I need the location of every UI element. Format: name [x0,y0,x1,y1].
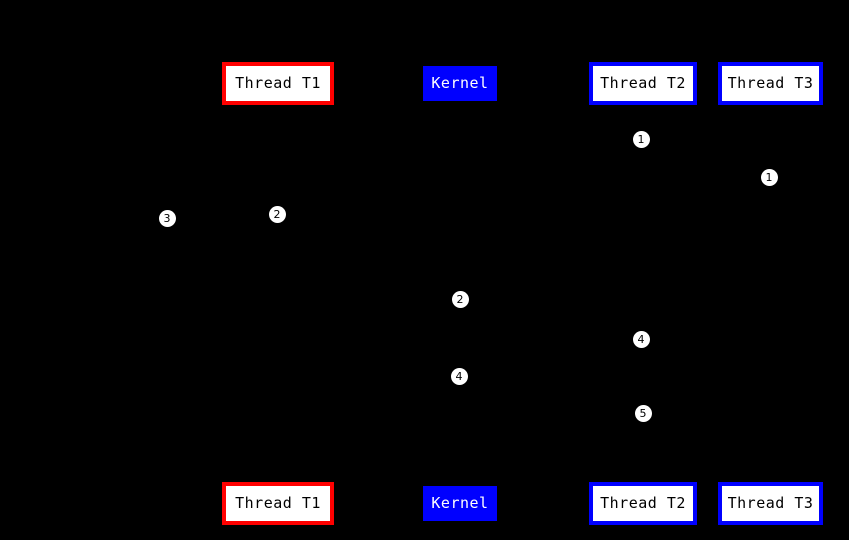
t2-lifeline [643,105,644,482]
badge-t3-1: 1 [760,168,778,186]
msg-4-line [460,318,643,319]
t3-lifeline [770,105,771,482]
participant-box-t1b: Thread T1 [222,482,334,525]
msg-2-line [460,196,770,197]
participant-box-kernelb: Kernel [423,486,497,521]
msg-1-arrowhead-icon [460,157,467,165]
participant-label-t1b: Thread T1 [235,494,321,512]
msg-6-arrowhead-icon [460,431,467,439]
participant-box-t1: Thread T1 [222,62,334,105]
msg-6-line [460,434,643,435]
t1-lifeline [278,105,279,482]
msg-3-arrowhead-icon [453,235,460,243]
participant-label-t1: Thread T1 [235,74,321,92]
badge-t2-4: 4 [632,330,650,348]
participant-label-kernel: Kernel [431,74,489,92]
badge-kernel-4: 4 [450,367,468,385]
participant-label-t3: Thread T3 [727,74,814,92]
participant-box-t3: Thread T3 [718,62,823,105]
msg-5-line [460,396,643,397]
badge-t1-3: 3 [158,209,176,227]
badge-t1-2: 2 [268,205,286,223]
badge-t2-5: 5 [634,404,652,422]
participant-box-t2b: Thread T2 [589,482,697,525]
participant-box-kernel: Kernel [423,66,497,101]
msg-3-line [278,238,460,239]
msg-1-line [460,160,643,161]
badge-kernel-2: 2 [451,290,469,308]
participant-box-t3b: Thread T3 [718,482,823,525]
badge-t2-1: 1 [632,130,650,148]
msg-4-arrowhead-icon [636,315,643,323]
participant-box-t2: Thread T2 [589,62,697,105]
msg-2-arrowhead-icon [460,193,467,201]
participant-label-t3b: Thread T3 [727,494,814,512]
participant-label-t2: Thread T2 [600,74,686,92]
participant-label-kernelb: Kernel [431,494,489,512]
participant-label-t2b: Thread T2 [600,494,686,512]
msg-5-arrowhead-icon [636,393,643,401]
